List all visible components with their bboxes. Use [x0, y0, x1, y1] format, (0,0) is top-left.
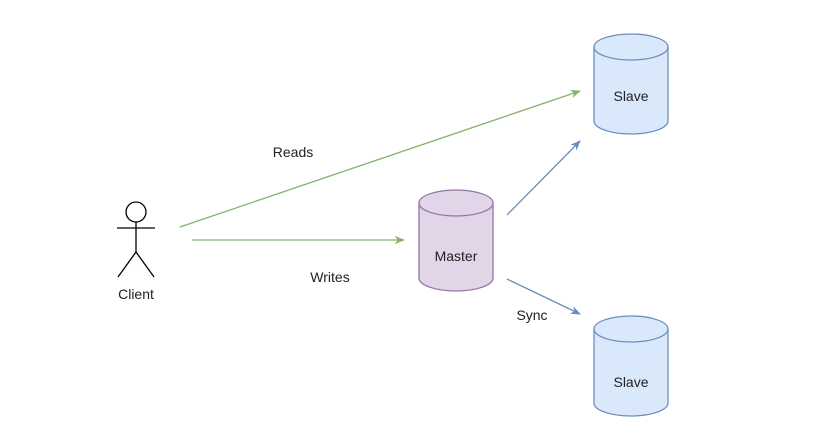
- slave-database-bottom[interactable]: [593, 315, 669, 417]
- cylinder-body: [418, 189, 494, 292]
- slave-bottom-label: Slave: [613, 374, 648, 390]
- reads-label: Reads: [273, 144, 313, 160]
- client-left-leg: [117, 251, 137, 278]
- sync-edge-to-top-slave[interactable]: [506, 140, 581, 216]
- slave-database-top[interactable]: [593, 33, 669, 135]
- cylinder-top-rim: [418, 202, 494, 217]
- sync-edge-to-bottom-slave[interactable]: [506, 278, 581, 315]
- slave-top-label: Slave: [613, 88, 648, 104]
- writes-label: Writes: [310, 269, 349, 285]
- reads-edge[interactable]: [179, 90, 581, 228]
- master-database[interactable]: [418, 189, 494, 292]
- client-actor[interactable]: [117, 201, 155, 278]
- client-label: Client: [118, 286, 154, 302]
- cylinder-top-rim: [593, 46, 669, 61]
- client-right-leg: [135, 251, 155, 278]
- cylinder-body: [593, 315, 669, 417]
- cylinder-top-rim: [593, 328, 669, 343]
- sync-label: Sync: [516, 307, 547, 323]
- master-label: Master: [435, 248, 478, 264]
- client-head: [125, 201, 147, 223]
- cylinder-body: [593, 33, 669, 135]
